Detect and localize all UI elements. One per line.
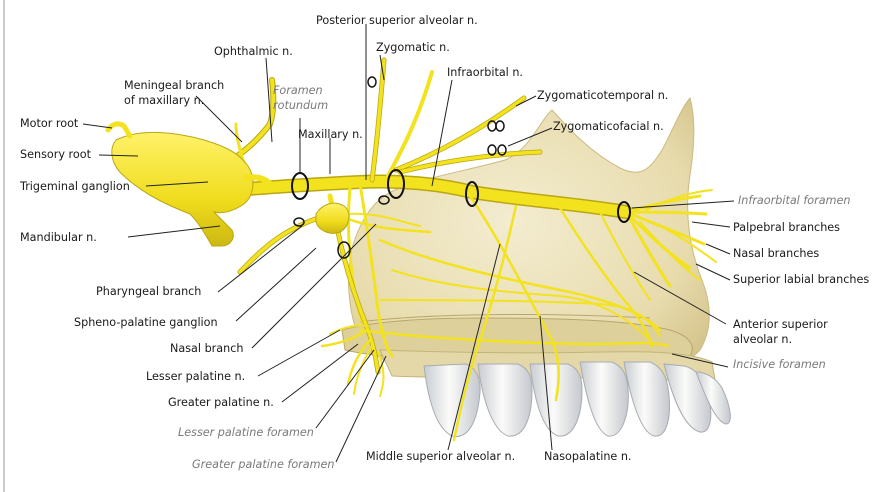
label-motor-root: Motor root [20,117,79,130]
label-middle-superior-alveolar-n: Middle superior alveolar n. [366,450,516,463]
teeth [423,361,731,437]
label-superior-labial-branches: Superior labial branches [733,273,870,286]
label-posterior-superior-alveolar-n: Posterior superior alveolar n. [316,14,478,27]
label-anterior-superior-alveolar-line1: Anterior superior [733,318,828,331]
label-nasal-branch: Nasal branch [170,342,244,355]
label-meningeal-branch-line2: of maxillary n. [124,94,205,107]
label-sensory-root: Sensory root [20,148,91,161]
label-infraorbital-foramen: Infraorbital foramen [738,194,851,207]
label-nasal-branches: Nasal branches [733,247,820,260]
label-greater-palatine-foramen: Greater palatine foramen [192,458,335,471]
label-pharyngeal-branch: Pharyngeal branch [96,285,202,298]
label-anterior-superior-alveolar-line2: alveolar n. [733,333,793,346]
label-greater-palatine-n: Greater palatine n. [168,396,274,409]
label-palpebral-branches: Palpebral branches [733,221,841,234]
label-meningeal-branch-line1: Meningeal branch [124,79,225,92]
trigeminal-ganglion [105,121,275,247]
foramen-rings [291,76,631,259]
label-lesser-palatine-n: Lesser palatine n. [146,370,246,383]
nerve-fibres [229,57,717,442]
label-zygomatic-n: Zygomatic n. [376,41,450,54]
label-ophthalmic-n: Ophthalmic n. [214,45,293,58]
leader-lines [82,24,735,463]
label-foramen-rotundum-line1: Foramen [273,84,323,97]
label-foramen-rotundum-line2: rotundum [273,99,329,112]
label-zygomaticofacial-n: Zygomaticofacial n. [553,120,664,133]
label-infraorbital-n: Infraorbital n. [447,66,523,79]
label-maxillary-n: Maxillary n. [298,128,363,141]
label-zygomaticotemporal-n: Zygomaticotemporal n. [537,89,669,102]
label-mandibular-n: Mandibular n. [20,231,97,244]
label-trigeminal-ganglion: Trigeminal ganglion [20,180,130,193]
label-spheno-palatine-ganglion: Spheno-palatine ganglion [74,316,218,329]
label-incisive-foramen: Incisive foramen [733,358,826,371]
spheno-palatine-ganglion-shape [315,202,350,234]
label-lesser-palatine-foramen: Lesser palatine foramen [178,426,314,439]
label-nasopalatine-n: Nasopalatine n. [544,450,632,463]
